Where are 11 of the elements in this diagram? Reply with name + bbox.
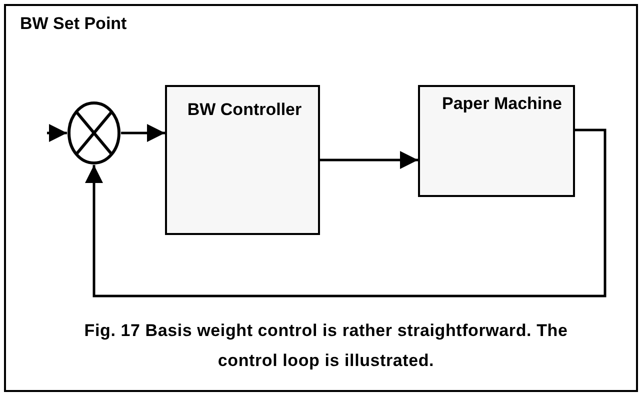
arrow bbox=[85, 128, 606, 298]
summing-junction bbox=[67, 101, 121, 165]
input-label: BW Set Point bbox=[20, 14, 127, 34]
arrow bbox=[47, 124, 67, 142]
block-label: BW Controller bbox=[186, 99, 303, 120]
block bbox=[165, 85, 320, 235]
arrow bbox=[121, 124, 165, 142]
arrow bbox=[320, 151, 418, 169]
figure-caption: Fig. 17 Basis weight control is rather straightforward. The control loop is illustrated. bbox=[83, 320, 569, 372]
block bbox=[418, 85, 575, 197]
block-label: Paper Machine bbox=[442, 93, 563, 114]
